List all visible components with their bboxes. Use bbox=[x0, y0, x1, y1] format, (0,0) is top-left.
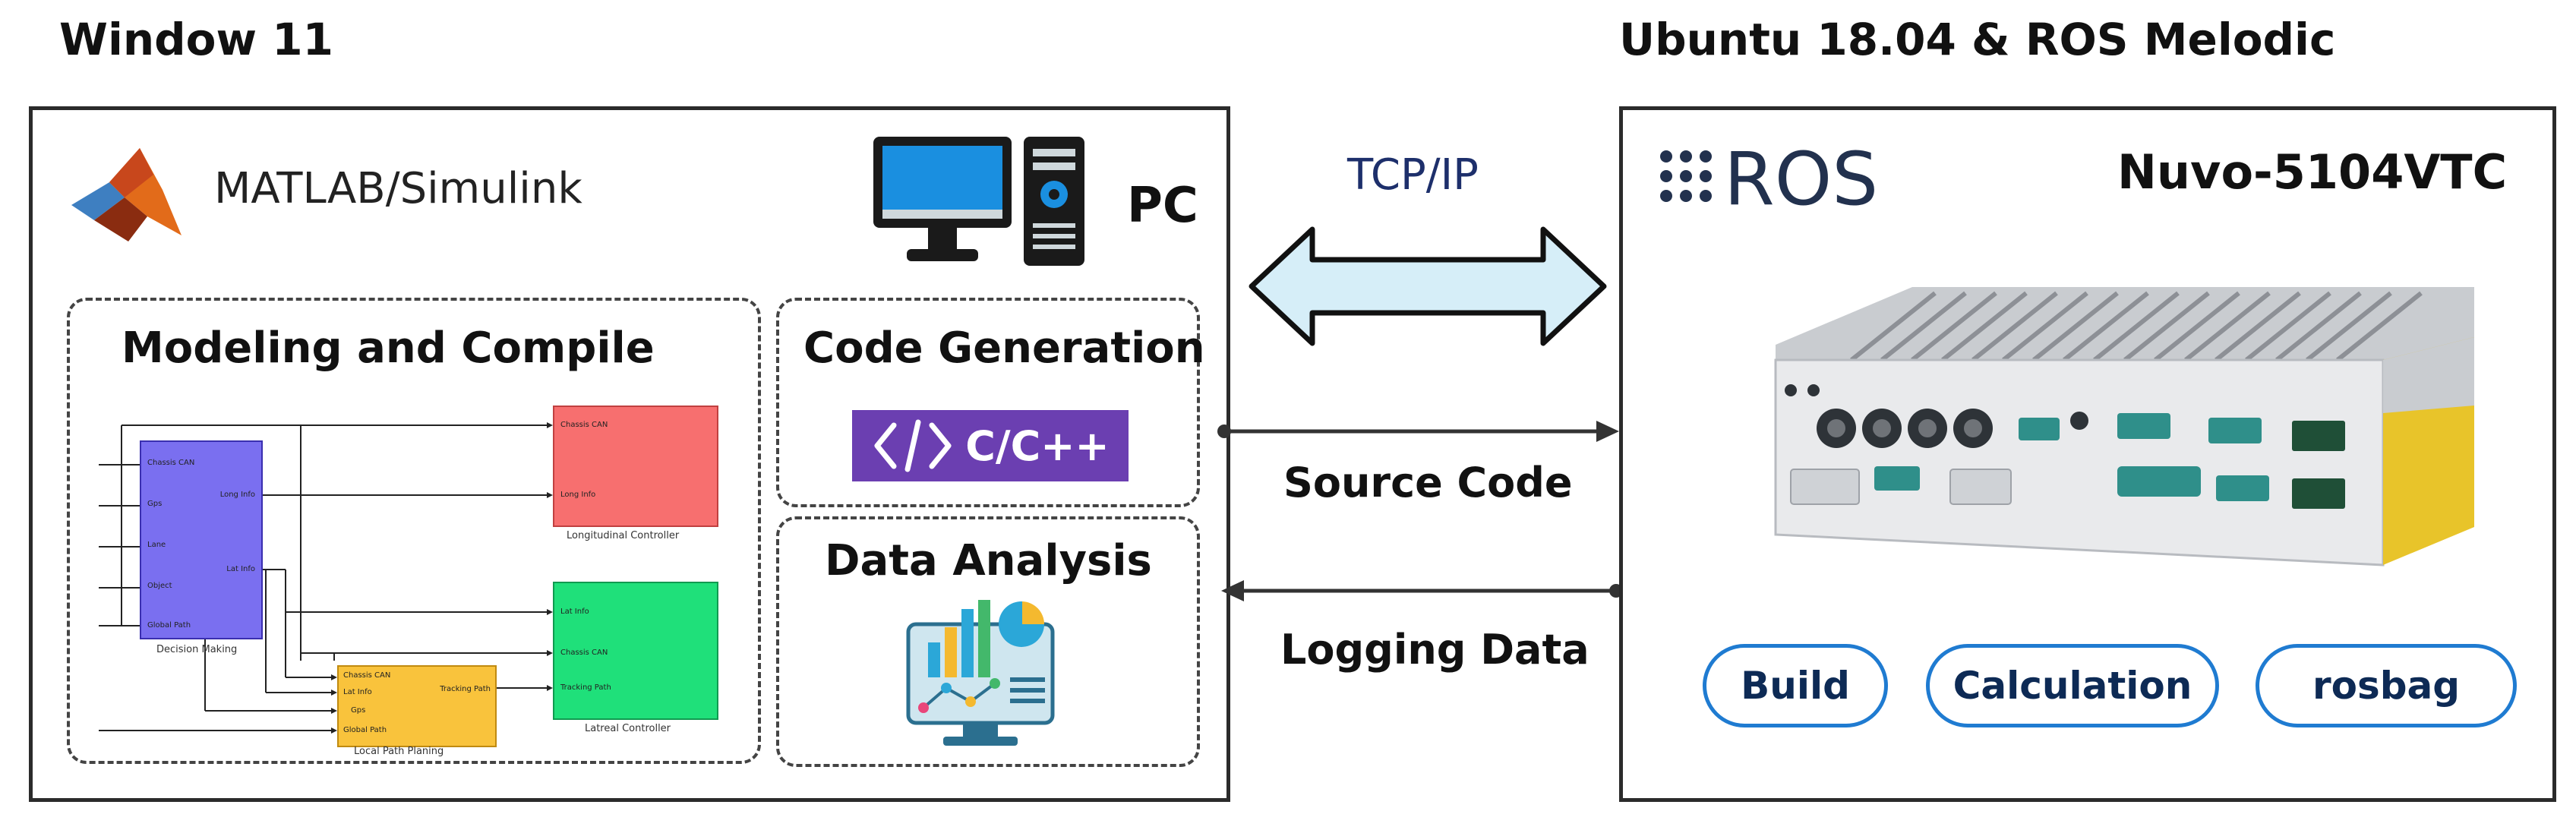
calculation-pill: Calculation bbox=[1926, 644, 2219, 727]
local-path-planning-block: Chassis CAN Lat Info Gps Global Path Tra… bbox=[337, 665, 497, 747]
device-name-label: Nuvo-5104VTC bbox=[2117, 144, 2508, 200]
analytics-dashboard-icon bbox=[906, 600, 1055, 746]
modeling-group bbox=[67, 298, 761, 764]
matlab-app-label: MATLAB/Simulink bbox=[214, 164, 582, 213]
path-output-label: Tracking Path bbox=[440, 685, 491, 693]
longitudinal-block-caption: Longitudinal Controller bbox=[567, 530, 680, 541]
decision-input-label: Chassis CAN bbox=[147, 459, 195, 467]
longitudinal-controller-block: Chassis CAN Long Info bbox=[553, 406, 718, 527]
tcp-bidirectional-arrow bbox=[1249, 226, 1607, 346]
monitor-icon bbox=[873, 137, 1012, 261]
code-generation-group bbox=[776, 298, 1200, 507]
code-badge-label: C/C++ bbox=[965, 421, 1110, 470]
decision-output-label: Lat Info bbox=[226, 565, 255, 573]
decision-making-block: Chassis CAN Gps Lane Object Global Path … bbox=[140, 440, 263, 639]
build-pill: Build bbox=[1703, 644, 1888, 727]
path-input-label: Gps bbox=[351, 706, 366, 715]
path-input-label: Chassis CAN bbox=[343, 671, 391, 680]
ros-logo-text: ROS bbox=[1724, 137, 1879, 222]
code-badge: C/C++ bbox=[852, 410, 1129, 481]
lateral-block-caption: Latreal Controller bbox=[585, 723, 671, 734]
data-analysis-title: Data Analysis bbox=[825, 536, 1152, 585]
industrial-pc-image bbox=[1774, 287, 2474, 566]
decision-block-caption: Decision Making bbox=[156, 644, 238, 655]
longitudinal-port-label: Long Info bbox=[560, 491, 596, 499]
code-brackets-icon bbox=[874, 419, 952, 472]
path-block-caption: Local Path Planing bbox=[354, 746, 444, 757]
tower-icon bbox=[1024, 137, 1084, 266]
decision-input-label: Gps bbox=[147, 500, 163, 508]
code-generation-title: Code Generation bbox=[803, 323, 1205, 373]
decision-input-label: Global Path bbox=[147, 621, 191, 630]
longitudinal-port-label: Chassis CAN bbox=[560, 421, 608, 429]
lateral-port-label: Tracking Path bbox=[560, 683, 611, 692]
lateral-controller-block: Lat Info Chassis CAN Tracking Path bbox=[553, 582, 718, 720]
rosbag-pill: rosbag bbox=[2256, 644, 2517, 727]
lateral-port-label: Chassis CAN bbox=[560, 649, 608, 657]
logging-data-label: Logging Data bbox=[1280, 626, 1589, 674]
ros-dots-icon bbox=[1660, 150, 1712, 202]
path-input-label: Global Path bbox=[343, 726, 387, 734]
data-flow-arrows bbox=[1217, 421, 1623, 601]
modeling-title: Modeling and Compile bbox=[122, 323, 655, 373]
tcp-ip-label: TCP/IP bbox=[1347, 150, 1479, 200]
left-section-title: Window 11 bbox=[59, 14, 333, 65]
simulink-diagram: Chassis CAN Gps Lane Object Global Path … bbox=[84, 395, 752, 759]
simulink-wires bbox=[99, 422, 553, 734]
lateral-port-label: Lat Info bbox=[560, 608, 589, 616]
decision-input-label: Object bbox=[147, 582, 172, 590]
matlab-logo-icon bbox=[71, 148, 182, 241]
pc-label: PC bbox=[1127, 178, 1198, 234]
source-code-label: Source Code bbox=[1283, 459, 1573, 507]
path-input-label: Lat Info bbox=[343, 688, 372, 696]
right-section-title: Ubuntu 18.04 & ROS Melodic bbox=[1619, 14, 2336, 65]
data-analysis-group bbox=[776, 516, 1200, 767]
decision-input-label: Lane bbox=[147, 541, 166, 549]
decision-output-label: Long Info bbox=[219, 491, 255, 499]
